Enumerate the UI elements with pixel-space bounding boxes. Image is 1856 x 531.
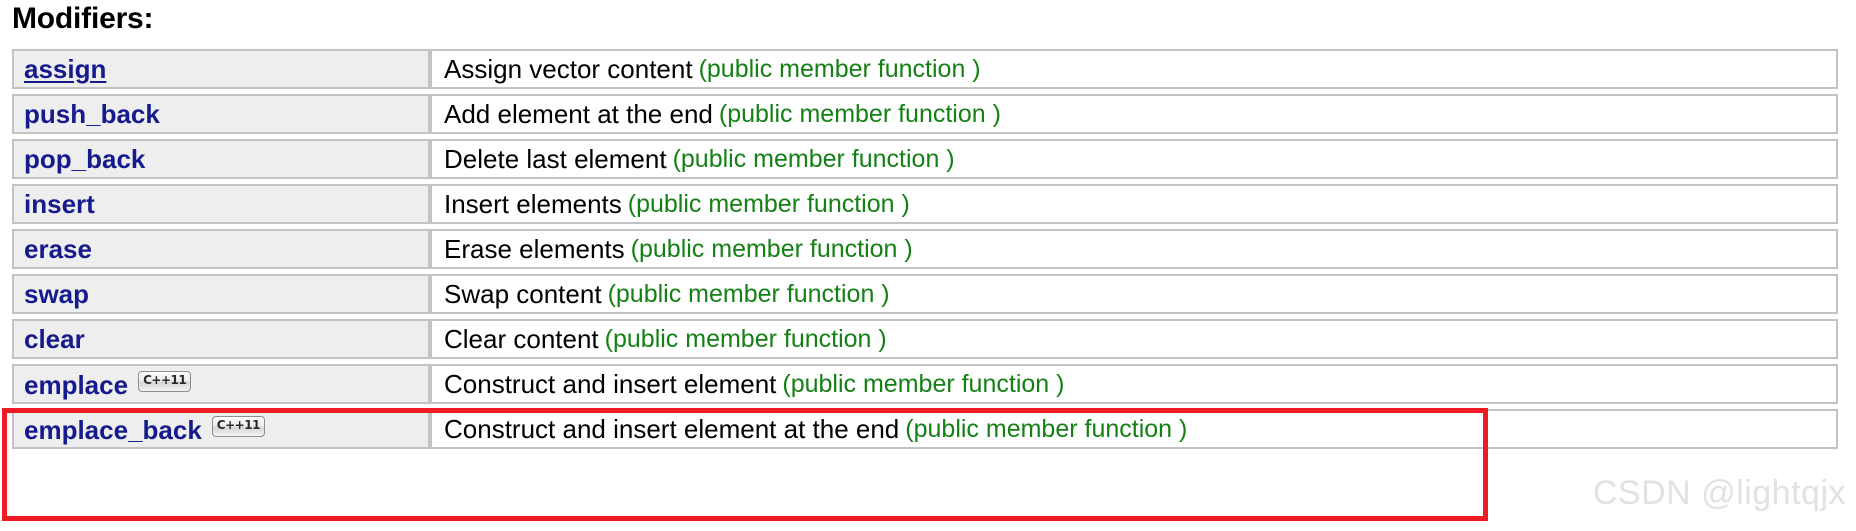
function-link-assign[interactable]: assign	[24, 54, 107, 84]
description-kind-note: (public member function )	[905, 414, 1188, 443]
cell-description: Erase elements(public member function )	[430, 229, 1838, 269]
function-link-emplace[interactable]: emplace	[24, 369, 129, 400]
cell-function-name: insert	[12, 184, 430, 224]
function-link-clear[interactable]: clear	[24, 324, 85, 354]
table-row: push_back Add element at the end(public m…	[12, 94, 1838, 134]
table-row: assign Assign vector content(public membe…	[12, 49, 1838, 89]
csdn-watermark: CSDN @lightqjx	[1592, 474, 1846, 512]
function-link-swap[interactable]: swap	[24, 279, 90, 309]
cpp11-badge-icon: C++11	[211, 415, 265, 437]
cell-function-name: emplace_back C++11	[12, 409, 430, 449]
cell-description: Assign vector content(public member func…	[430, 49, 1838, 89]
description-text: Delete last element	[444, 144, 667, 174]
table-row: erase Erase elements(public member functi…	[12, 229, 1838, 269]
cell-function-name: swap	[12, 274, 430, 314]
description-kind-note: (public member function )	[672, 144, 955, 173]
description-kind-note: (public member function )	[607, 279, 890, 308]
cell-function-name: erase	[12, 229, 430, 269]
description-text: Assign vector content	[444, 54, 693, 84]
description-kind-note: (public member function )	[698, 54, 981, 83]
description-text: Insert elements	[444, 189, 622, 219]
description-kind-note: (public member function )	[627, 189, 910, 218]
table-row: insert Insert elements(public member func…	[12, 184, 1838, 224]
table-row: swap Swap content(public member function …	[12, 274, 1838, 314]
table-row: pop_back Delete last element(public membe…	[12, 139, 1838, 179]
description-kind-note: (public member function )	[782, 369, 1065, 398]
page-title: Modifiers:	[12, 2, 154, 35]
function-link-erase[interactable]: erase	[24, 234, 92, 264]
cpp11-badge-icon: C++11	[138, 370, 192, 392]
cell-function-name: clear	[12, 319, 430, 359]
table-row: emplace C++11 Construct and insert element…	[12, 364, 1838, 404]
table-row: emplace_back C++11 Construct and insert el…	[12, 409, 1838, 449]
description-text: Construct and insert element	[444, 369, 777, 399]
description-kind-note: (public member function )	[630, 234, 913, 263]
cell-description: Clear content(public member function )	[430, 319, 1838, 359]
cell-function-name: emplace C++11	[12, 364, 430, 404]
function-link-emplace_back[interactable]: emplace_back	[24, 414, 202, 445]
cell-description: Construct and insert element(public memb…	[430, 364, 1838, 404]
description-text: Construct and insert element at the end	[444, 414, 900, 444]
cell-description: Swap content(public member function )	[430, 274, 1838, 314]
cell-description: Construct and insert element at the end(…	[430, 409, 1838, 449]
cell-description: Delete last element(public member functi…	[430, 139, 1838, 179]
cell-function-name: push_back	[12, 94, 430, 134]
description-kind-note: (public member function )	[604, 324, 887, 353]
description-text: Clear content	[444, 324, 599, 354]
description-text: Swap content	[444, 279, 602, 309]
description-kind-note: (public member function )	[718, 99, 1001, 128]
cell-function-name: assign	[12, 49, 430, 89]
function-link-insert[interactable]: insert	[24, 189, 95, 219]
cell-description: Add element at the end(public member fun…	[430, 94, 1838, 134]
function-link-push_back[interactable]: push_back	[24, 99, 160, 129]
cell-function-name: pop_back	[12, 139, 430, 179]
cell-description: Insert elements(public member function )	[430, 184, 1838, 224]
table-row: clear Clear content(public member functio…	[12, 319, 1838, 359]
description-text: Erase elements	[444, 234, 625, 264]
function-link-pop_back[interactable]: pop_back	[24, 144, 146, 174]
description-text: Add element at the end	[444, 99, 713, 129]
